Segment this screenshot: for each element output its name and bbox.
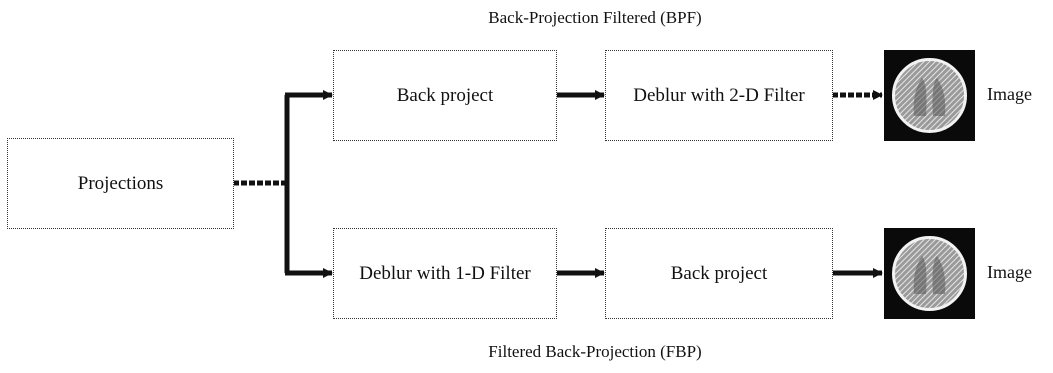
- phantom-outer-circle: [892, 236, 967, 311]
- phantom-outer-circle: [892, 58, 967, 133]
- bpf-deblur-2d-box: Deblur with 2-D Filter: [605, 50, 833, 141]
- projections-box: Projections: [7, 138, 234, 229]
- connector-lines: [233, 90, 883, 278]
- fbp-image-label: Image: [987, 262, 1032, 282]
- bpf-caption: Back-Projection Filtered (BPF): [488, 8, 702, 27]
- phantom-right-lobe: [932, 256, 946, 294]
- phantom-left-lobe: [913, 78, 927, 116]
- bpf-back-project-box: Back project: [333, 50, 557, 141]
- fbp-deblur-1d-box: Deblur with 1-D Filter: [333, 228, 557, 319]
- phantom-left-lobe: [913, 256, 927, 294]
- fbp-output-image-icon: [884, 228, 975, 319]
- fbp-back-project-box: Back project: [605, 228, 833, 319]
- bpf-output-image-icon: [884, 50, 975, 141]
- bpf-image-label: Image: [987, 84, 1032, 104]
- fbp-caption: Filtered Back-Projection (FBP): [488, 342, 702, 361]
- phantom-right-lobe: [932, 78, 946, 116]
